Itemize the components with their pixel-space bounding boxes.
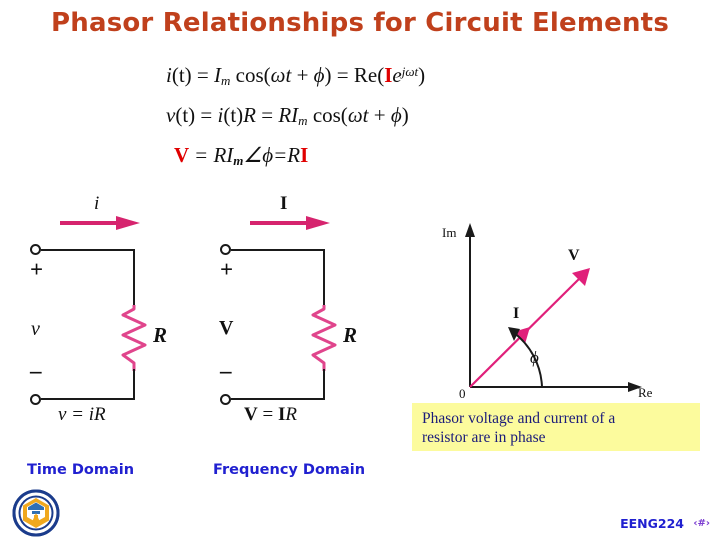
current-phasor-label: I (513, 305, 520, 322)
wire-bottom-time-domain (41, 398, 135, 401)
page-title: Phasor Relationships for Circuit Element… (50, 8, 669, 38)
eq2-R2: R (278, 103, 292, 127)
resistor-frequency-domain (311, 305, 337, 371)
eq2-v: v (166, 103, 176, 127)
eq1-close-paren: ) (324, 63, 332, 87)
eq3-V-phasor: V (174, 143, 189, 167)
eq3-equals-2: = (273, 143, 288, 167)
plus-sign-time-domain: + (30, 257, 44, 282)
eq2-omega-t: ωt (347, 103, 369, 127)
frequency-domain-caption: Frequency Domain (213, 462, 366, 478)
eq1-close-paren-2: ) (418, 63, 426, 87)
terminal-bottom-time-domain (30, 393, 41, 405)
eq2-paren-t2: (t) (223, 103, 244, 127)
equation-label-frequency-domain: V = IR (244, 404, 297, 426)
eq2-paren-t: (t) (175, 103, 196, 127)
note-line-2: resistor are in phase (422, 429, 546, 446)
eq1-omega-t: ωt (270, 63, 292, 87)
eq3-angle-symbol: ∠ (243, 143, 263, 167)
wire-bottom-frequency-domain (231, 398, 325, 401)
wire-right-lower-frequency-domain (323, 369, 326, 400)
eq2-R: R (243, 103, 256, 127)
current-label-frequency-domain: I (280, 193, 288, 214)
circuit-time-domain: i R + – v v = iR (28, 193, 198, 425)
eq1-cos: cos( (235, 63, 271, 87)
phasor-diagram: Im Re 0 V I ϕ (400, 215, 700, 401)
eq2-m-subscript: m (298, 113, 308, 128)
eq1-Re: Re( (353, 63, 385, 87)
eq1-I-phasor: I (384, 63, 393, 87)
terminal-top-frequency-domain (220, 244, 231, 255)
eqfd-V: V (244, 404, 258, 425)
terminal-bottom-frequency-domain (220, 393, 231, 405)
eq1-m-subscript: m (221, 73, 231, 88)
eq1-equals-1: = (196, 63, 209, 87)
minus-sign-frequency-domain: – (220, 358, 232, 383)
course-code-label: EENG224 (620, 516, 684, 531)
eqfd-R: R (285, 404, 297, 425)
wire-top-time-domain (41, 248, 135, 251)
voltage-label-time-domain: v (31, 318, 40, 340)
equation-voltage-time: v(t) = i(t)R = RIm cos(ωt + ϕ) (166, 103, 409, 129)
university-logo-icon (12, 489, 60, 537)
eq2-equals-2: = (261, 103, 274, 127)
eq1-exponent: jωt (401, 64, 419, 79)
minus-sign-time-domain: – (30, 358, 42, 383)
resistor-label-frequency-domain: R (343, 323, 358, 347)
phasor-diagram-svg (465, 223, 642, 392)
plus-sign-frequency-domain: + (220, 257, 234, 282)
im-axis-label: Im (442, 225, 457, 240)
circuit-frequency-domain: I R + – V V = IR (218, 193, 393, 426)
eq3-phi: ϕ (262, 143, 274, 167)
eq2-i: i (217, 103, 224, 127)
voltage-label-frequency-domain: V (219, 317, 234, 339)
eq1-equals-2: = (336, 63, 349, 87)
eq1-i: i (166, 63, 172, 87)
eq3-m-subscript: m (233, 153, 244, 168)
eq2-plus: + (373, 103, 386, 127)
eq2-cos: cos( (312, 103, 348, 127)
current-arrow-time-domain (60, 216, 140, 230)
time-domain-caption: Time Domain (27, 462, 135, 478)
eq3-R: R (213, 143, 227, 167)
eq2-Im: I (291, 103, 299, 127)
wire-top-frequency-domain (231, 248, 325, 251)
wire-right-upper-time-domain (133, 249, 136, 306)
wire-right-lower-time-domain (133, 369, 136, 400)
eq1-Im: I (214, 63, 222, 87)
eq1-e: e (392, 63, 402, 87)
voltage-phasor-label: V (568, 247, 580, 264)
eq2-equals-1: = (200, 103, 213, 127)
eqfd-I: I (277, 404, 286, 425)
eq3-I: I (226, 143, 234, 167)
resistor-label-time-domain: R (153, 323, 168, 347)
note-box: Phasor voltage and current of a resistor… (412, 403, 700, 451)
current-arrow-frequency-domain (250, 216, 330, 230)
eq3-equals-1: = (194, 143, 209, 167)
equation-current-phasor: i(t) = Im cos(ωt + ϕ) = Re(Iejωt) (166, 63, 425, 89)
equation-voltage-phasor: V = RIm∠ϕ=RI (174, 143, 308, 169)
origin-label: 0 (459, 386, 466, 401)
eq1-phi: ϕ (313, 63, 325, 87)
eq3-R2: R (287, 143, 301, 167)
re-axis-label: Re (638, 385, 653, 400)
resistor-time-domain (121, 305, 147, 371)
eq1-plus: + (296, 63, 309, 87)
eq1-paren-t: (t) (171, 63, 192, 87)
note-line-1: Phasor voltage and current of a (422, 410, 616, 427)
equation-label-time-domain: v = iR (58, 404, 106, 425)
eq2-phi: ϕ (390, 103, 402, 127)
terminal-top-time-domain (30, 244, 41, 255)
eq2-close-paren: ) (401, 103, 409, 127)
page-number-placeholder: ‹#› (693, 518, 710, 529)
phase-angle-label: ϕ (530, 348, 539, 367)
wire-right-upper-frequency-domain (323, 249, 326, 306)
eqfd-equals: = (262, 404, 274, 425)
current-label-time-domain: i (94, 193, 100, 214)
eq3-I-phasor: I (300, 143, 309, 167)
